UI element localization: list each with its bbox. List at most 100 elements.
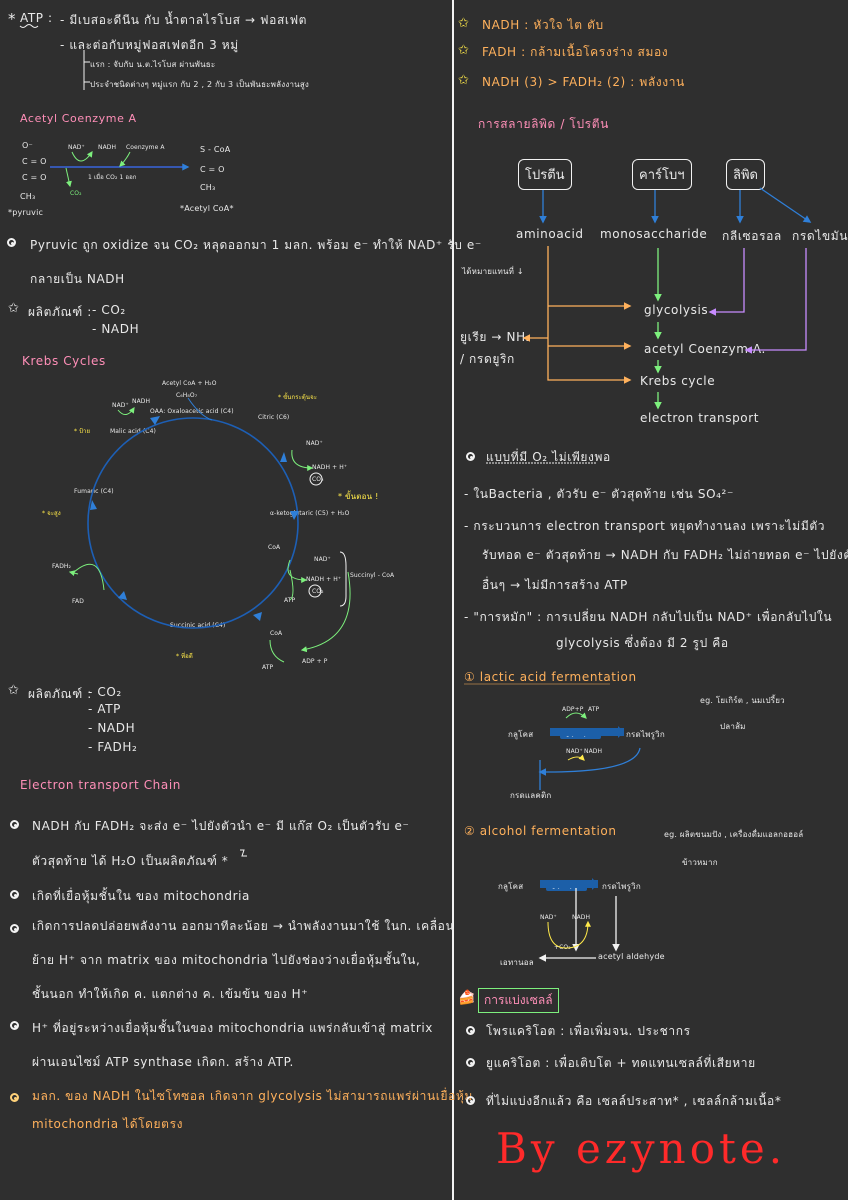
krebs-note-bottom: * ที่อดี xyxy=(176,653,193,660)
krebs-coa1: CoA xyxy=(268,544,281,551)
product1-label: ผลิตภัณฑ์ : xyxy=(28,305,92,319)
bullet-icon xyxy=(10,1021,19,1030)
pyruvic-line1: Pyruvic ถูก oxidize จน CO₂ หลุดออกมา 1 ม… xyxy=(30,238,482,252)
krebs-cycle-ring xyxy=(87,417,299,629)
krebs-succinic: Succinic acid (C4) xyxy=(170,622,226,629)
atp-line2: - และต่อกับหมู่ฟอสเฟตอีก 3 หมู่ xyxy=(60,38,239,52)
krebs-ch3: C₆H₈O₇ xyxy=(176,392,198,399)
acetyl-struct-0: S - CoA xyxy=(200,145,231,154)
alcohol-nadh: NADH xyxy=(572,914,591,921)
bullet-icon xyxy=(466,452,475,461)
glycolysis: glycolysis xyxy=(644,303,709,317)
alcohol-pyruvic: กรดไพรูวิก xyxy=(602,882,641,891)
alcohol-glucose: กลูโคส xyxy=(498,882,524,891)
alcohol-title: ② alcohol fermentation xyxy=(464,824,617,838)
product2-item-0: - CO₂ xyxy=(88,685,122,699)
lactic-nadh: NADH xyxy=(584,748,603,755)
lactic-pyruvic: กรดไพรูวิก xyxy=(626,730,665,739)
krebs-oaa: OAA: Oxaloacetic acid (C4) xyxy=(150,408,234,415)
pyruvic-struct-2: C = O xyxy=(22,173,47,182)
cell-b3: ที่ไม่แบ่งอีกแล้ว คือ เซลล์ประสาท* , เซล… xyxy=(486,1094,782,1108)
r3: NADH (3) > FADH₂ (2) : พลังงาน xyxy=(482,75,685,89)
krebs-nadhleft: NADH xyxy=(132,398,151,405)
acetyl-title: Acetyl Coenzyme A xyxy=(20,112,137,125)
bullet-icon xyxy=(7,238,16,247)
atp-sub1: แรก : จับกับ น.ต.ไรโบส ผ่านพันธะ xyxy=(90,60,216,69)
krebs-adp: ADP + P xyxy=(302,658,328,665)
signature: By ezynote. xyxy=(496,1124,787,1173)
an-b2-line2: รับทอด e⁻ ตัวสุดท้าย → NADH กับ FADH₂ ไม… xyxy=(482,548,848,562)
etc-b3-line2: ย้าย H⁺ จาก matrix ของ mitochondria ไปยั… xyxy=(32,953,421,967)
krebs-nadh1: NADH + H⁺ xyxy=(312,464,348,471)
krebs-nadplus2: NAD⁺ xyxy=(314,556,331,563)
acetyl-struct-2: CH₃ xyxy=(200,183,216,192)
etc-b1-line1: NADH กับ FADH₂ จะส่ง e⁻ ไปยังตัวนำ e⁻ มี… xyxy=(32,819,410,833)
lactic-glucose: กลูโคส xyxy=(508,730,534,739)
alcohol-acetaldehyde: acetyl aldehyde xyxy=(598,952,665,961)
star-outline-icon: ✩ xyxy=(8,301,20,316)
etc-title: Electron transport Chain xyxy=(20,778,181,792)
acetylcoa: acetyl Coenzym A. xyxy=(644,342,766,356)
an-b1: - ในBacteria , ตัวรับ e⁻ ตัวสุดท้าย เช่น… xyxy=(464,487,734,501)
bullet-icon xyxy=(466,1096,475,1105)
lactic-adp: ADP+P xyxy=(562,706,584,713)
product2-item-2: - NADH xyxy=(88,721,136,735)
krebs-nad1: NAD⁺ xyxy=(306,440,323,447)
etc-b3-line1: เกิดการปลดปล่อยพลังงาน ออกมาทีละน้อย → น… xyxy=(32,919,455,933)
krebs-acetylcoa: Acetyl CoA + H₂O xyxy=(162,380,217,387)
cell-title: การแบ่งเซลล์ xyxy=(478,988,559,1013)
lactic-title: ① lactic acid fermentation xyxy=(464,670,637,684)
fattyacid: กรดไขมัน xyxy=(792,229,848,243)
product1-item-0: - CO₂ xyxy=(92,303,126,317)
krebs-coa2: CoA xyxy=(270,630,283,637)
acetyl-label: *Acetyl CoA* xyxy=(180,204,234,213)
product2-item-1: - ATP xyxy=(88,702,121,716)
krebs-nadh2: NADH + H⁺ xyxy=(306,576,342,583)
krebs-succinylcoa: Succinyl - CoA xyxy=(350,572,395,579)
etc-b2: เกิดที่เยื่อหุ้มชั้นใน ของ mitochondria xyxy=(32,889,250,903)
product2-label: ผลิตภัณฑ์ : xyxy=(28,687,92,701)
krebs-nadleft: NAD⁺ xyxy=(112,402,129,409)
alcohol-nad: NAD⁺ xyxy=(540,914,557,921)
star-outline-icon: ✩ xyxy=(8,683,20,698)
krebs-fadh2: FADH₂ xyxy=(52,563,72,570)
krebs-note-left2: * จะสูง xyxy=(42,510,61,517)
lipid-title: การสลายลิพิด / โปรตีน xyxy=(478,117,609,131)
aminoacid: aminoacid xyxy=(516,227,584,241)
krebs-fumaric: Fumaric (C4) xyxy=(74,488,114,495)
krebs-co2a: CO₂ xyxy=(312,476,324,483)
r1: NADH : หัวใจ ไต ตับ xyxy=(482,18,604,32)
lactic-lactic: กรดแลคติก xyxy=(510,791,552,800)
pyruvic-struct-1: C = O xyxy=(22,157,47,166)
krebs-ketoglutaric: α-ketoglutaric (C5) + H₂O xyxy=(270,510,350,517)
an-b2-line3: อื่นๆ → ไม่มีการสร้าง ATP xyxy=(482,578,628,592)
pyruvic-label: *pyruvic xyxy=(8,208,44,217)
alcohol-eg: eg. ผลิตขนมปัง , เครื่องดื่มแอลกอฮอล์ xyxy=(664,830,804,839)
deamination: ได้หมายแทนที่ ↓ xyxy=(462,267,524,276)
atp-sub2: ประจำชนิดต่างๆ หมู่แรก กับ 2 , 2 กับ 3 เ… xyxy=(90,80,310,89)
lactic-nad: NAD⁺ xyxy=(566,748,583,755)
pyruvic-struct-0: O⁻ xyxy=(22,141,33,150)
etc-b3-line3: ชั้นนอก ทำให้เกิด ค. แตกต่าง ค. เข้มข้น … xyxy=(32,987,309,1001)
bullet-icon xyxy=(466,1058,475,1067)
urea2: / กรดยูริก xyxy=(460,352,515,366)
r2: FADH : กล้ามเนื้อโครงร่าง สมอง xyxy=(482,45,669,59)
etc-b5-line2: mitochondria ได้โดยตรง xyxy=(32,1117,184,1131)
an-b3-line1: - "การหมัก" : การเปลี่ยน NADH กลับไปเป็น… xyxy=(464,610,833,624)
alcohol-eg2: ข้าวหมาก xyxy=(682,858,718,867)
reaction-co2: CO₂ xyxy=(70,190,82,197)
bullet-icon xyxy=(10,924,19,933)
cake-icon: 🍰 xyxy=(458,990,477,1006)
krebs-atp: ATP xyxy=(262,664,274,671)
monosaccharide: monosaccharide xyxy=(600,227,708,241)
anaerobic-title: แบบที่มี O₂ ไม่เพียงพอ xyxy=(486,450,611,464)
krebs-title: Krebs Cycles xyxy=(22,354,106,368)
electron-transport: electron transport xyxy=(640,411,760,425)
bullet-icon xyxy=(10,890,19,899)
product2-item-3: - FADH₂ xyxy=(88,740,138,754)
cell-b1: โพรแคริโอต : เพื่อเพิ่มจน. ประชากร xyxy=(486,1024,691,1038)
krebs-citric: Citric (C6) xyxy=(258,414,290,421)
krebs-note-left: * ป้าย xyxy=(74,428,91,435)
